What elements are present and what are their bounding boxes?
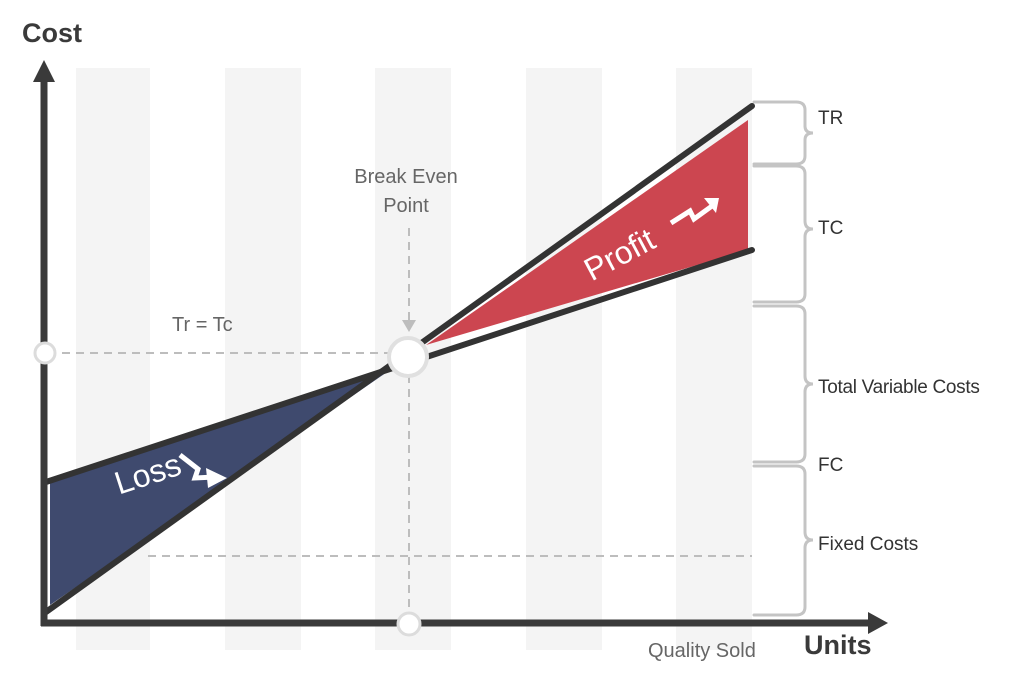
fc-label: FC — [818, 455, 844, 476]
stripe — [225, 68, 301, 650]
up-trend-arrow-icon — [669, 198, 719, 226]
x-axis-subtitle: Quality Sold — [648, 640, 756, 662]
x-axis-arrowhead — [868, 612, 888, 634]
x-axis-title: Units — [804, 630, 872, 660]
total-variable-costs-brace — [752, 304, 814, 464]
tc-label: TC — [818, 218, 844, 239]
fixed-costs-label: Fixed Costs — [818, 534, 919, 555]
y-axis-arrowhead — [33, 60, 55, 82]
tr-label: TR — [818, 108, 844, 129]
break-even-pointer-arrowhead — [402, 320, 416, 332]
tr-brace — [752, 100, 814, 166]
dashed-guides — [48, 228, 752, 612]
fc-brace — [752, 464, 814, 617]
break-even-marker — [387, 336, 429, 378]
x-axis-marker — [396, 611, 422, 637]
background-stripes — [76, 68, 752, 650]
tr-equals-tc-label: Tr = Tc — [172, 314, 233, 336]
stripe — [526, 68, 602, 650]
y-axis-title: Cost — [22, 18, 82, 48]
cost-braces — [752, 100, 814, 617]
profit-region — [426, 120, 748, 345]
total-variable-costs-label: Total Variable Costs — [818, 377, 980, 398]
break-even-label: Break Even Point — [354, 166, 458, 217]
tc-brace — [752, 164, 814, 304]
down-trend-arrow-icon — [178, 453, 227, 488]
y-axis-marker — [33, 341, 57, 365]
